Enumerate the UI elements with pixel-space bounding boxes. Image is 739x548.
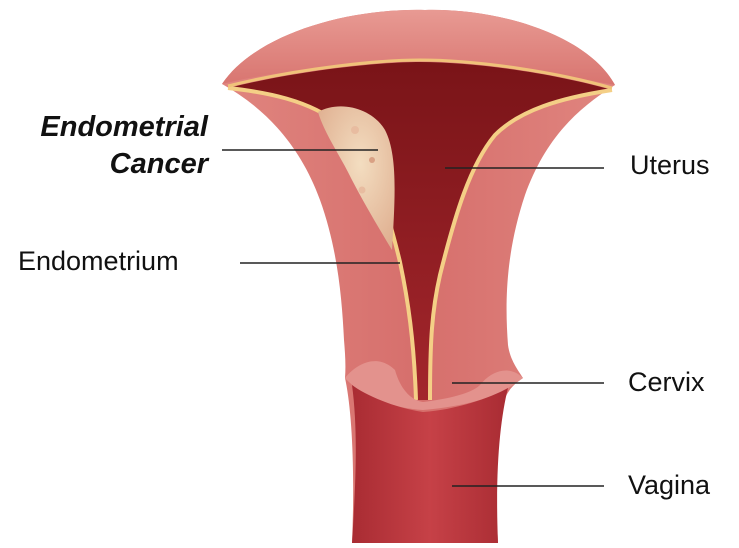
- uterus-label: Uterus: [630, 150, 710, 181]
- cervix-label: Cervix: [628, 367, 705, 398]
- tumor-spot: [351, 126, 359, 134]
- tumor-spot: [369, 157, 375, 163]
- tumor-spot: [359, 187, 366, 194]
- cancer-label-line2: Cancer: [40, 146, 208, 183]
- vagina-label: Vagina: [628, 470, 710, 501]
- endometrium-label: Endometrium: [18, 246, 179, 277]
- cancer-label-line1: Endometrial: [40, 109, 208, 146]
- cancer-label: Endometrial Cancer: [40, 109, 208, 183]
